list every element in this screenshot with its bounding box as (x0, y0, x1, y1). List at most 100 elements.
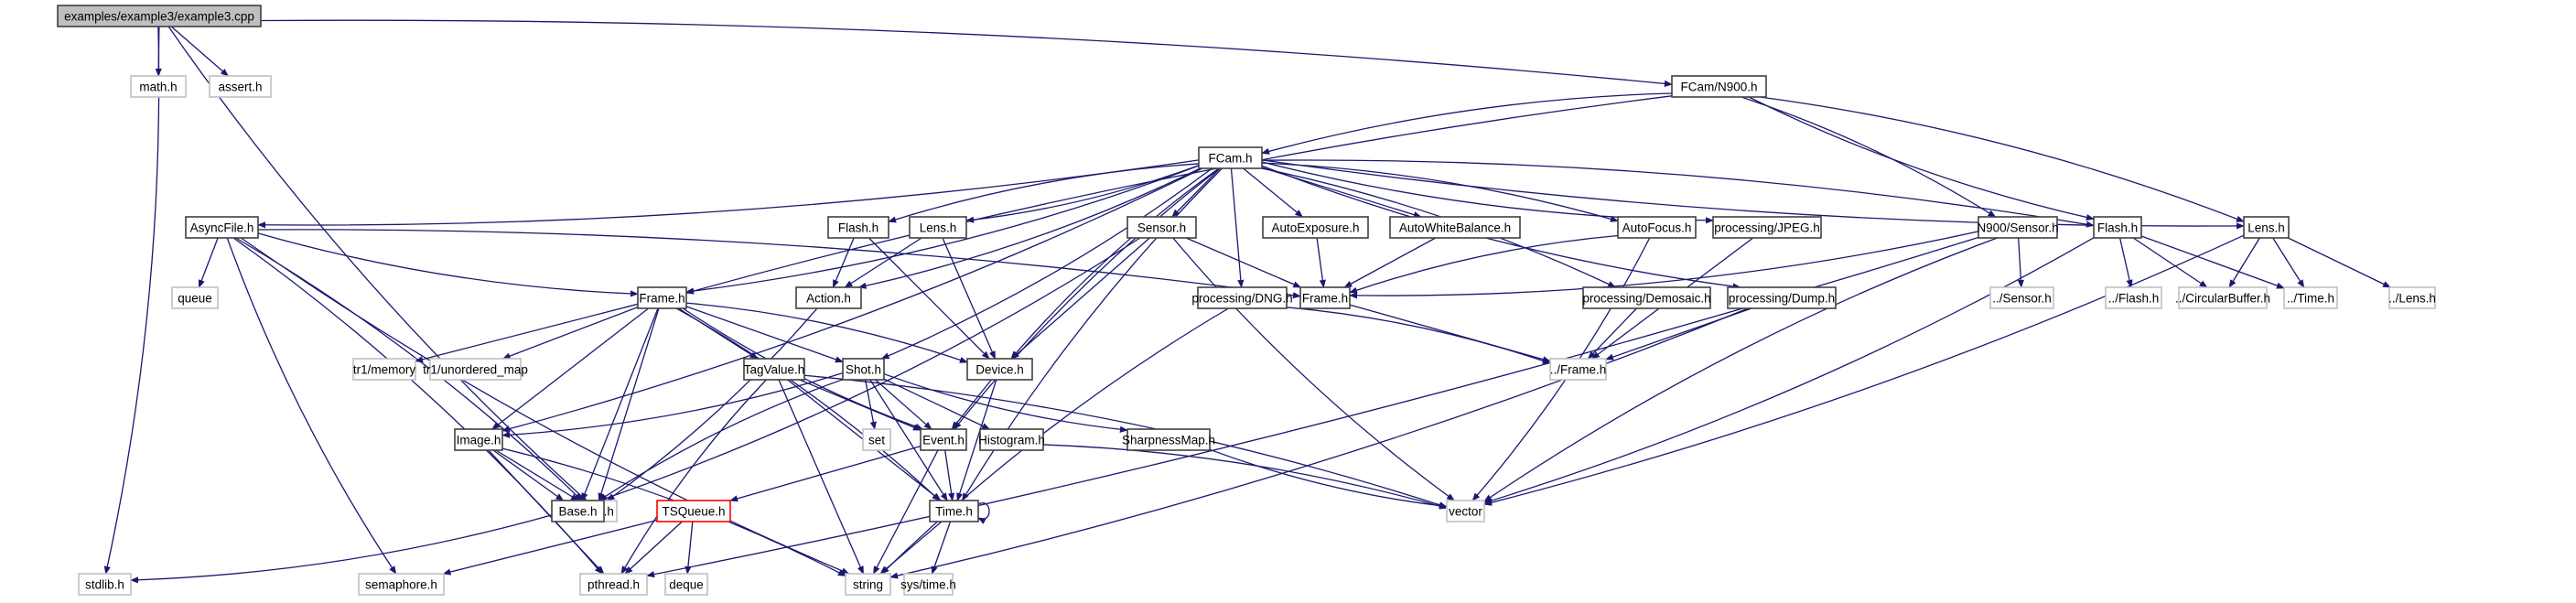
edge-line (778, 379, 865, 575)
node-label: TSQueue.h (662, 505, 725, 519)
edge-line (1172, 237, 1455, 501)
edge-fcam-to-dump (1261, 165, 1741, 290)
edge-example3-to-stdlib (103, 26, 160, 575)
node-sensor[interactable]: Sensor.h (1126, 216, 1197, 239)
edges-layer (103, 19, 2391, 584)
node-autowb[interactable]: AutoWhiteBalance.h (1389, 216, 1521, 239)
edge-n900lens-to-vector (1483, 234, 2245, 506)
edge-sharpness-to-vector (1209, 448, 1448, 510)
node-tsqueue[interactable]: TSQueue.h (656, 500, 731, 522)
edge-line (944, 449, 955, 501)
edge-line (1261, 159, 2095, 228)
node-box (827, 216, 889, 239)
node-box (2178, 286, 2268, 309)
node-base[interactable]: Base.h (551, 500, 605, 522)
node-box (130, 75, 187, 98)
edge-frame-to-stdio (598, 307, 660, 501)
node-box (2283, 286, 2338, 309)
edge-line (880, 167, 1213, 360)
node-sharpness[interactable]: SharpnessMap.h (1122, 428, 1215, 451)
node-example3[interactable]: examples/example3/example3.cpp (57, 5, 262, 27)
node-label: tr1/unordered_map (423, 363, 528, 377)
edge-line (1483, 237, 1998, 502)
edge-line (1209, 448, 1448, 510)
edge-n900flash-to-vector (1483, 237, 2095, 504)
edge-line (257, 159, 1200, 229)
node-flash[interactable]: Flash.h (827, 216, 889, 239)
node-asyncfile[interactable]: AsyncFile.h (185, 216, 259, 239)
edge-time-to-string (879, 521, 943, 575)
node-box (1727, 286, 1837, 309)
node-n900sensor[interactable]: N900/Sensor.h (1977, 216, 2059, 239)
edge-frame-to-device (685, 302, 968, 363)
node-relframe: ../Frame.h (1549, 358, 1607, 381)
node-lens[interactable]: Lens.h (909, 216, 967, 239)
node-label: queue (178, 292, 212, 306)
node-autoexposure[interactable]: AutoExposure.h (1262, 216, 1369, 239)
node-n900flash[interactable]: Flash.h (2093, 216, 2142, 239)
edge-histogram-to-vector (1042, 444, 1448, 510)
node-set: set (862, 428, 891, 451)
edge-n900sensor-to-n900frame (1349, 231, 1979, 299)
node-label: Lens.h (920, 221, 957, 235)
node-label: ../Lens.h (2388, 292, 2436, 306)
edge-event-to-tsqueue (729, 446, 922, 502)
edge-line (1171, 167, 1221, 218)
node-autofocus[interactable]: AutoFocus.h (1617, 216, 1697, 239)
edge-line (240, 237, 850, 575)
edge-fcam-to-device (1010, 167, 1220, 360)
node-vector: vector (1446, 500, 1485, 522)
edge-device-to-event (951, 379, 992, 430)
node-label: AutoFocus.h (1622, 221, 1692, 235)
edge-tagvalue-to-string (778, 379, 865, 575)
node-device[interactable]: Device.h (966, 358, 1033, 381)
edge-line (442, 519, 658, 576)
edge-line (889, 307, 1749, 579)
edge-line (872, 449, 939, 575)
node-tr1umap: tr1/unordered_map (423, 358, 528, 381)
node-label: Image.h (457, 434, 501, 447)
node-label: processing/JPEG.h (1714, 221, 1820, 235)
edge-n900-to-n900lens (1760, 96, 2245, 222)
edge-lens-to-device (942, 237, 997, 360)
edge-line (1243, 167, 1304, 218)
node-time[interactable]: Time.h (929, 500, 979, 522)
node-n900lens[interactable]: Lens.h (2243, 216, 2290, 239)
node-box (352, 358, 416, 381)
edge-frame-to-image (491, 307, 650, 430)
edge-base-to-stdlib (130, 514, 553, 584)
node-box (1446, 500, 1485, 522)
node-label: assert.h (218, 81, 262, 94)
node-histogram[interactable]: Histogram.h (978, 428, 1045, 451)
edge-line (942, 237, 997, 360)
edge-line (257, 229, 1301, 299)
edge-tagvalue-to-pthread (620, 379, 767, 575)
edge-line (581, 307, 659, 501)
node-jpeg[interactable]: processing/JPEG.h (1712, 216, 1822, 239)
node-dng[interactable]: processing/DNG.h (1191, 286, 1293, 309)
node-fcam[interactable]: FCam.h (1198, 146, 1263, 169)
node-frame[interactable]: Frame.h (637, 286, 687, 309)
edge-frame-to-tr1memory (415, 303, 639, 363)
edge-line (130, 514, 553, 584)
node-action[interactable]: Action.h (795, 286, 862, 309)
edge-line (501, 371, 844, 438)
node-image[interactable]: Image.h (454, 428, 503, 451)
edge-line (170, 26, 229, 77)
edge-fcam-to-autoexposure (1243, 167, 1304, 218)
node-dump[interactable]: processing/Dump.h (1727, 286, 1837, 309)
node-tagvalue[interactable]: TagValue.h (743, 358, 805, 381)
node-shot[interactable]: Shot.h (842, 358, 885, 381)
node-label: Device.h (975, 363, 1024, 377)
node-demosaic[interactable]: processing/Demosaic.h (1582, 286, 1711, 309)
node-n900[interactable]: FCam/N900.h (1671, 75, 1767, 98)
node-reltime: ../Time.h (2283, 286, 2338, 309)
node-n900frame[interactable]: Frame.h (1299, 286, 1351, 309)
edge-line (501, 167, 1203, 433)
node-label: stdlib.h (85, 578, 124, 592)
node-box (358, 573, 445, 596)
node-box (1989, 286, 2054, 309)
edge-n900flash-to-reltime (2140, 235, 2285, 289)
node-event[interactable]: Event.h (920, 428, 967, 451)
node-label: Sensor.h (1137, 221, 1186, 235)
